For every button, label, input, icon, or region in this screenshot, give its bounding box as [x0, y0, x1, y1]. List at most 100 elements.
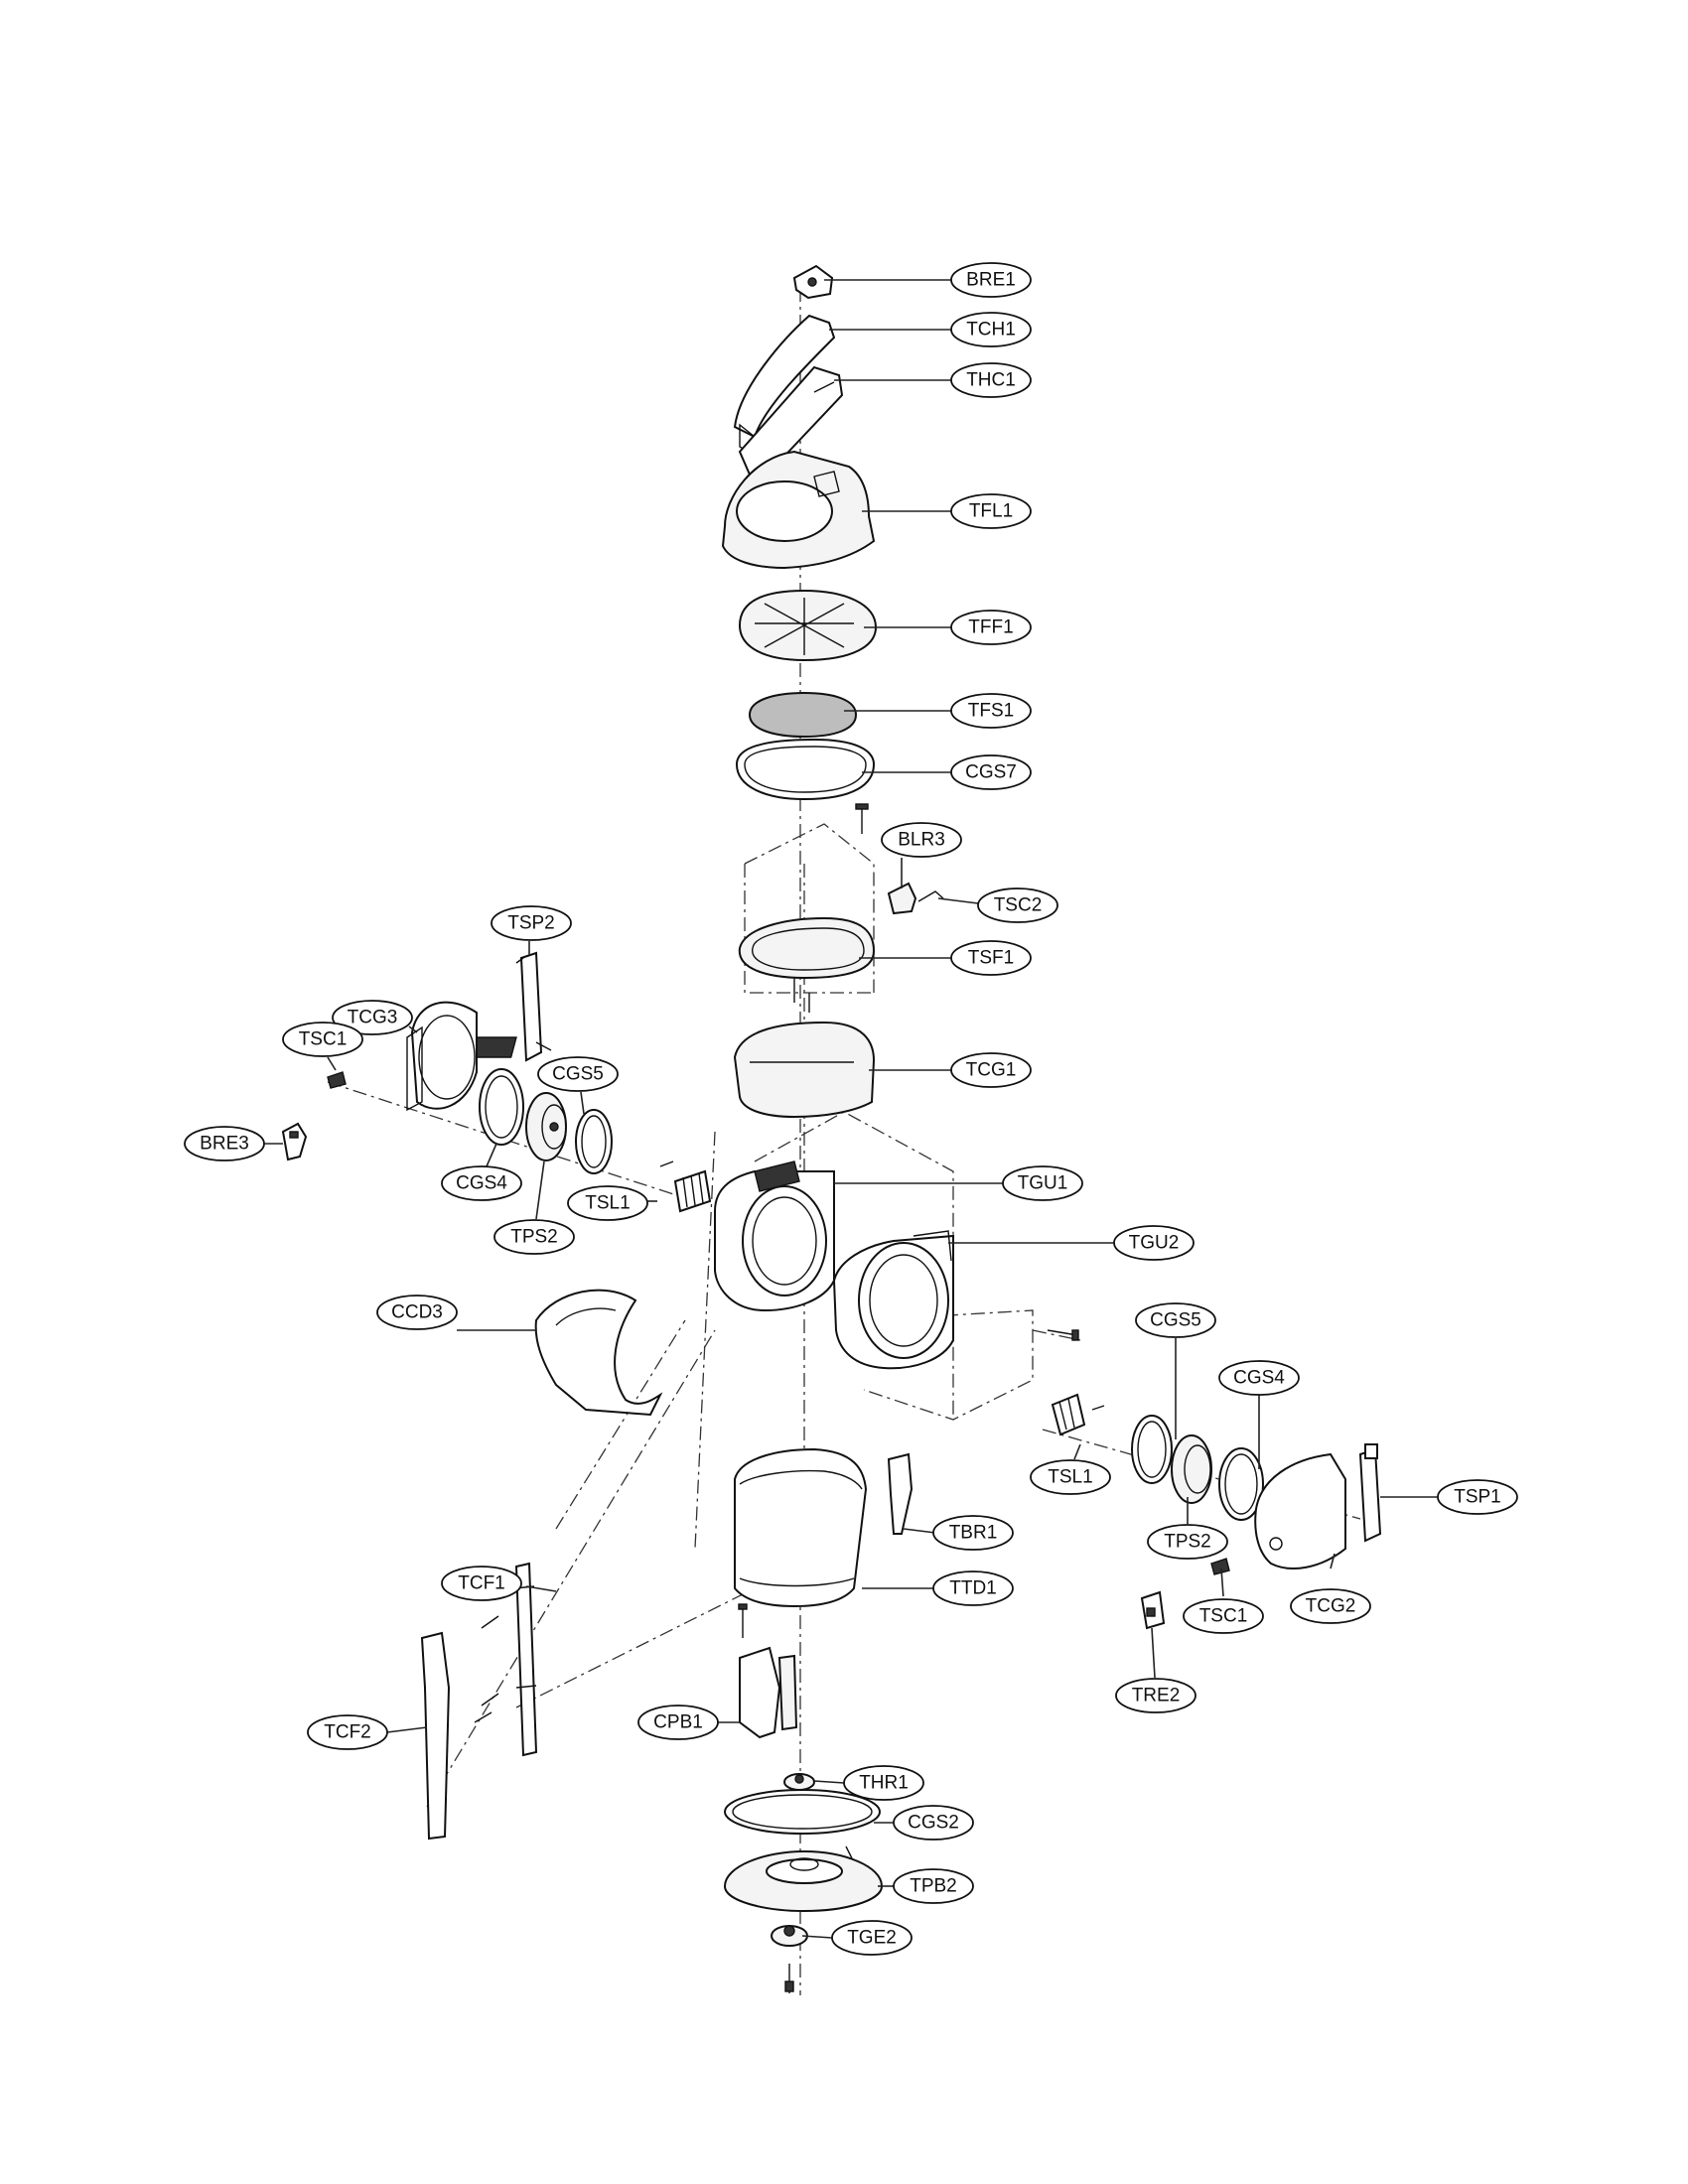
- tcf-axis-1: [426, 1329, 716, 1808]
- parts: [281, 264, 1382, 1993]
- part-cgs7: [735, 738, 876, 801]
- callout-tpb2: TPB2: [893, 1868, 974, 1904]
- label-tsc2: TSC2: [994, 895, 1043, 916]
- label-cgs5-right: CGS5: [1150, 1310, 1201, 1331]
- callout-tps2-left: TPS2: [493, 1219, 575, 1255]
- part-screw-right: [1047, 1329, 1079, 1341]
- callout-tsl1-left: TSL1: [567, 1185, 648, 1221]
- part-tgu1: [714, 1160, 835, 1312]
- callout-cgs2: CGS2: [893, 1805, 974, 1841]
- callout-cgs5-left: CGS5: [537, 1056, 619, 1092]
- label-tcf1: TCF1: [458, 1573, 505, 1594]
- label-cgs5-left: CGS5: [552, 1064, 604, 1085]
- callout-thc1: THC1: [950, 362, 1032, 398]
- label-tsc1-right: TSC1: [1199, 1606, 1248, 1627]
- callout-tcg3: TCG3: [332, 1000, 413, 1035]
- frame-upper-2: [744, 864, 874, 994]
- label-bre3: BRE3: [200, 1134, 249, 1155]
- callout-tsl1-right: TSL1: [1030, 1459, 1111, 1495]
- callout-tgu2: TGU2: [1113, 1225, 1195, 1261]
- callout-tfl1: TFL1: [950, 493, 1032, 529]
- callout-cgs7: CGS7: [950, 754, 1032, 790]
- part-thr1: [783, 1773, 815, 1791]
- callout-cgs4-right: CGS4: [1218, 1360, 1300, 1396]
- label-tsf1: TSF1: [968, 948, 1014, 969]
- label-thc1: THC1: [966, 370, 1016, 391]
- label-tcf2: TCF2: [324, 1722, 371, 1743]
- part-tbr1: [887, 1452, 914, 1535]
- part-cgs4-right: [1218, 1447, 1264, 1521]
- callout-bre1: BRE1: [950, 262, 1032, 298]
- label-cgs2: CGS2: [908, 1813, 959, 1834]
- frame-upper: [744, 823, 875, 993]
- callout-tcg1: TCG1: [950, 1052, 1032, 1088]
- callout-tsc1-right: TSC1: [1183, 1598, 1264, 1634]
- part-tsf1: [738, 916, 876, 980]
- label-tff1: TFF1: [968, 617, 1013, 638]
- part-bre3: [281, 1122, 308, 1161]
- callout-tge2: TGE2: [831, 1920, 913, 1956]
- callout-tsp1: TSP1: [1437, 1479, 1518, 1515]
- part-tgu2: [832, 1230, 954, 1370]
- part-pin: [793, 978, 810, 1013]
- part-screw-top: [855, 803, 869, 834]
- label-tge2: TGE2: [847, 1928, 897, 1949]
- label-tsp2: TSP2: [507, 913, 555, 934]
- part-tff1: [738, 589, 878, 662]
- callout-ttd1: TTD1: [932, 1570, 1014, 1606]
- part-tge2: [771, 1925, 808, 1947]
- part-tfl1: [721, 450, 876, 570]
- part-tre2: [1140, 1590, 1166, 1630]
- part-tfs1: [748, 691, 858, 739]
- callout-bre3: BRE3: [184, 1126, 265, 1161]
- label-tfl1: TFL1: [969, 501, 1013, 522]
- part-tcg1: [470, 1021, 876, 1119]
- label-tch1: TCH1: [966, 320, 1016, 341]
- label-thr1: THR1: [859, 1773, 909, 1794]
- callout-tsp2: TSP2: [491, 905, 572, 941]
- callout-thr1: THR1: [843, 1765, 924, 1801]
- callout-tch1: TCH1: [950, 312, 1032, 347]
- label-ttd1: TTD1: [949, 1578, 997, 1599]
- label-tre2: TRE2: [1132, 1686, 1181, 1706]
- callout-tsf1: TSF1: [950, 940, 1032, 976]
- label-tsc1-left: TSC1: [299, 1029, 348, 1050]
- part-tsc2: [917, 890, 944, 902]
- label-tsl1-right: TSL1: [1048, 1467, 1092, 1488]
- label-tbr1: TBR1: [949, 1523, 998, 1544]
- label-blr3: BLR3: [898, 830, 945, 851]
- part-cpb1: [739, 1646, 798, 1739]
- frame-left-drop: [694, 1131, 716, 1550]
- leader-lines: [264, 279, 1440, 1939]
- part-blr3: [887, 882, 917, 915]
- frame-gu-2: [863, 1309, 1034, 1421]
- label-cgs4-left: CGS4: [456, 1173, 507, 1194]
- label-tgu1: TGU1: [1018, 1173, 1068, 1194]
- callout-tff1: TFF1: [950, 610, 1032, 645]
- callout-tsc1-left: TSC1: [282, 1022, 363, 1057]
- part-cgs5-left: [575, 1109, 613, 1174]
- part-tsl1-right: [1051, 1393, 1105, 1436]
- callout-blr3: BLR3: [881, 822, 962, 858]
- part-bre1: [792, 264, 834, 300]
- label-cgs7: CGS7: [965, 762, 1017, 783]
- callout-tcg2: TCG2: [1290, 1588, 1371, 1624]
- part-cgs2: [724, 1789, 881, 1835]
- label-tsl1-left: TSL1: [585, 1193, 630, 1214]
- label-cgs4-right: CGS4: [1233, 1368, 1285, 1389]
- part-tsl1-left: [659, 1160, 712, 1213]
- part-tsp2: [515, 951, 552, 1062]
- label-cpb1: CPB1: [653, 1712, 703, 1733]
- callout-tgu1: TGU1: [1002, 1165, 1083, 1201]
- part-tpb2: [723, 1845, 884, 1913]
- label-tps2-left: TPS2: [510, 1227, 558, 1248]
- part-tcf2: [420, 1631, 451, 1841]
- label-tgu2: TGU2: [1129, 1233, 1180, 1254]
- callouts: BRE1 TCH1 THC1 TFL1 TFF1 TFS1 CGS7 BLR3 …: [184, 262, 1518, 1956]
- tcf-axis-2: [515, 1587, 756, 1708]
- part-screw-bottom: [784, 1964, 794, 1993]
- part-tps2-right: [1171, 1434, 1212, 1504]
- callout-cgs4-left: CGS4: [441, 1165, 522, 1201]
